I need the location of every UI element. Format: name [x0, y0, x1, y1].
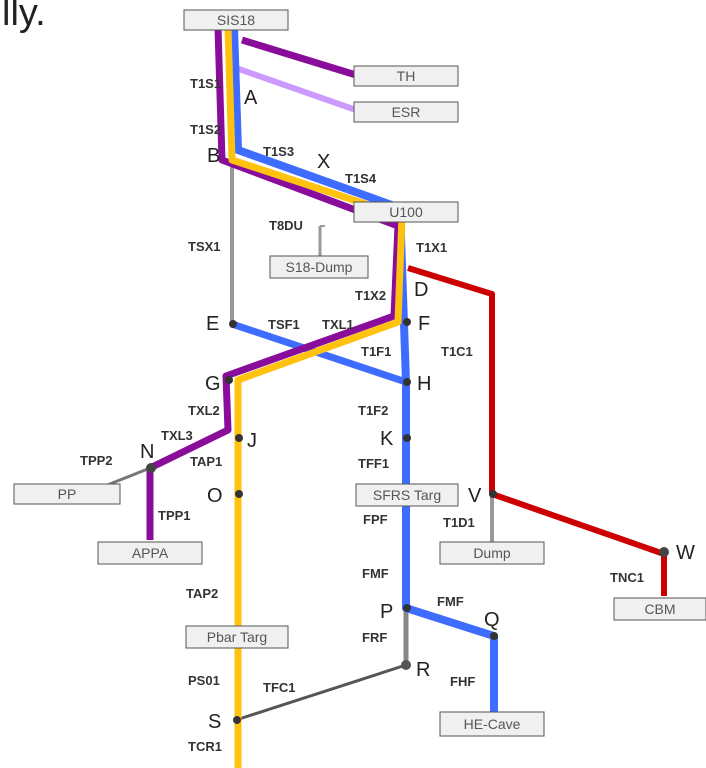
- node-dot-n: [146, 463, 156, 473]
- node-dot-j: [235, 434, 243, 442]
- lavender-beamline: [235, 65, 357, 113]
- box-u100-label: U100: [389, 204, 423, 220]
- segment-tsf1: TSF1: [268, 317, 300, 332]
- box-cbm: CBM: [613, 597, 706, 621]
- node-r: R: [416, 659, 430, 681]
- node-dot-s: [233, 716, 241, 724]
- segment-frf: FRF: [362, 630, 387, 645]
- box-u100: U100: [353, 201, 459, 223]
- box-sfrstarg-label: SFRS Targ: [373, 487, 441, 503]
- segment-tap1: TAP1: [190, 454, 222, 469]
- node-o: O: [207, 485, 223, 507]
- node-dot-h: [403, 378, 411, 386]
- node-d: D: [414, 279, 428, 301]
- box-hecave-label: HE-Cave: [464, 716, 521, 732]
- node-dot-o: [235, 490, 243, 498]
- box-pp: PP: [13, 483, 121, 505]
- node-b: B: [207, 145, 220, 167]
- segment-txl2: TXL2: [188, 403, 220, 418]
- node-dots: [146, 318, 669, 724]
- segment-t1x1: T1X1: [416, 240, 447, 255]
- segment-t1f2: T1F2: [358, 403, 388, 418]
- connector-r-s: [235, 663, 407, 722]
- segment-t1d1: T1D1: [443, 515, 475, 530]
- segment-t8du: T8DU: [269, 218, 303, 233]
- purple-to-th: [240, 36, 358, 79]
- box-pp-label: PP: [58, 486, 77, 502]
- box-hecave: HE-Cave: [439, 711, 545, 737]
- segment-t1f1: T1F1: [361, 344, 391, 359]
- node-x: X: [317, 151, 330, 173]
- segment-txl1: TXL1: [322, 317, 354, 332]
- segment-tpp2: TPP2: [80, 453, 113, 468]
- box-th-label: TH: [397, 68, 416, 84]
- segment-t1x2: T1X2: [355, 288, 386, 303]
- purple-beamline: [146, 27, 402, 540]
- segment-fmf1: FMF: [362, 566, 389, 581]
- node-f: F: [418, 313, 430, 335]
- node-dot-e: [229, 320, 237, 328]
- station-boxes: SIS18 TH ESR U100 S18-Dump PP APPA SFRS: [13, 9, 706, 737]
- thin-connectors: [89, 150, 494, 722]
- node-h: H: [417, 373, 431, 395]
- segment-txl3: TXL3: [161, 428, 193, 443]
- box-appa: APPA: [97, 541, 203, 565]
- segment-tpp1: TPP1: [158, 508, 191, 523]
- box-sis18-label: SIS18: [217, 12, 255, 28]
- node-dot-g: [225, 376, 233, 384]
- segment-labels: T1S1 T1S2 T1S3 T1S4 T8DU TSX1 T1X1 T1X2 …: [80, 76, 644, 754]
- segment-tsx1: TSX1: [188, 239, 221, 254]
- node-dot-r: [401, 660, 411, 670]
- segment-t1s3: T1S3: [263, 144, 294, 159]
- node-a: A: [244, 87, 258, 109]
- box-esr: ESR: [353, 101, 459, 123]
- segment-t1s2: T1S2: [190, 122, 221, 137]
- box-dump-label: Dump: [473, 545, 511, 561]
- node-g: G: [205, 373, 221, 395]
- box-cbm-label: CBM: [644, 601, 675, 617]
- segment-tcr1: TCR1: [188, 739, 222, 754]
- yellow-beamline: [224, 27, 406, 768]
- segment-tff1: TFF1: [358, 456, 389, 471]
- node-e: E: [206, 313, 219, 335]
- node-dot-k: [403, 434, 411, 442]
- box-pbartarg-label: Pbar Targ: [207, 629, 267, 645]
- node-dot-q: [490, 632, 498, 640]
- box-sis18: SIS18: [183, 9, 289, 31]
- node-w: W: [676, 542, 695, 564]
- segment-fhf: FHF: [450, 674, 475, 689]
- box-dump: Dump: [439, 541, 545, 565]
- node-p: P: [380, 601, 393, 623]
- node-n: N: [140, 441, 154, 463]
- segment-t1s1: T1S1: [190, 76, 221, 91]
- box-s18dump: S18-Dump: [269, 255, 369, 279]
- box-esr-label: ESR: [392, 104, 421, 120]
- node-dot-p: [403, 604, 411, 612]
- node-dot-f: [403, 318, 411, 326]
- segment-fmf2: FMF: [437, 594, 464, 609]
- node-s: S: [208, 711, 221, 733]
- node-j: J: [247, 430, 257, 452]
- box-appa-label: APPA: [132, 545, 169, 561]
- segment-ps01: PS01: [188, 673, 220, 688]
- segment-tap2: TAP2: [186, 586, 218, 601]
- box-th: TH: [353, 65, 459, 87]
- node-v: V: [468, 485, 482, 507]
- segment-t1c1: T1C1: [441, 344, 473, 359]
- cropped-top-text: lly.: [2, 0, 46, 34]
- node-letters: A B X D E F G H J K N O V W P Q R S: [140, 87, 695, 733]
- box-s18dump-label: S18-Dump: [286, 259, 353, 275]
- node-dot-w: [659, 547, 669, 557]
- segment-fpf: FPF: [363, 512, 388, 527]
- node-q: Q: [484, 609, 500, 631]
- segment-tfc1: TFC1: [263, 680, 296, 695]
- segment-tnc1: TNC1: [610, 570, 644, 585]
- segment-t1s4: T1S4: [345, 171, 377, 186]
- node-k: K: [380, 428, 394, 450]
- box-sfrstarg: SFRS Targ: [355, 483, 459, 507]
- node-dot-v: [489, 490, 497, 498]
- box-pbartarg: Pbar Targ: [185, 625, 289, 649]
